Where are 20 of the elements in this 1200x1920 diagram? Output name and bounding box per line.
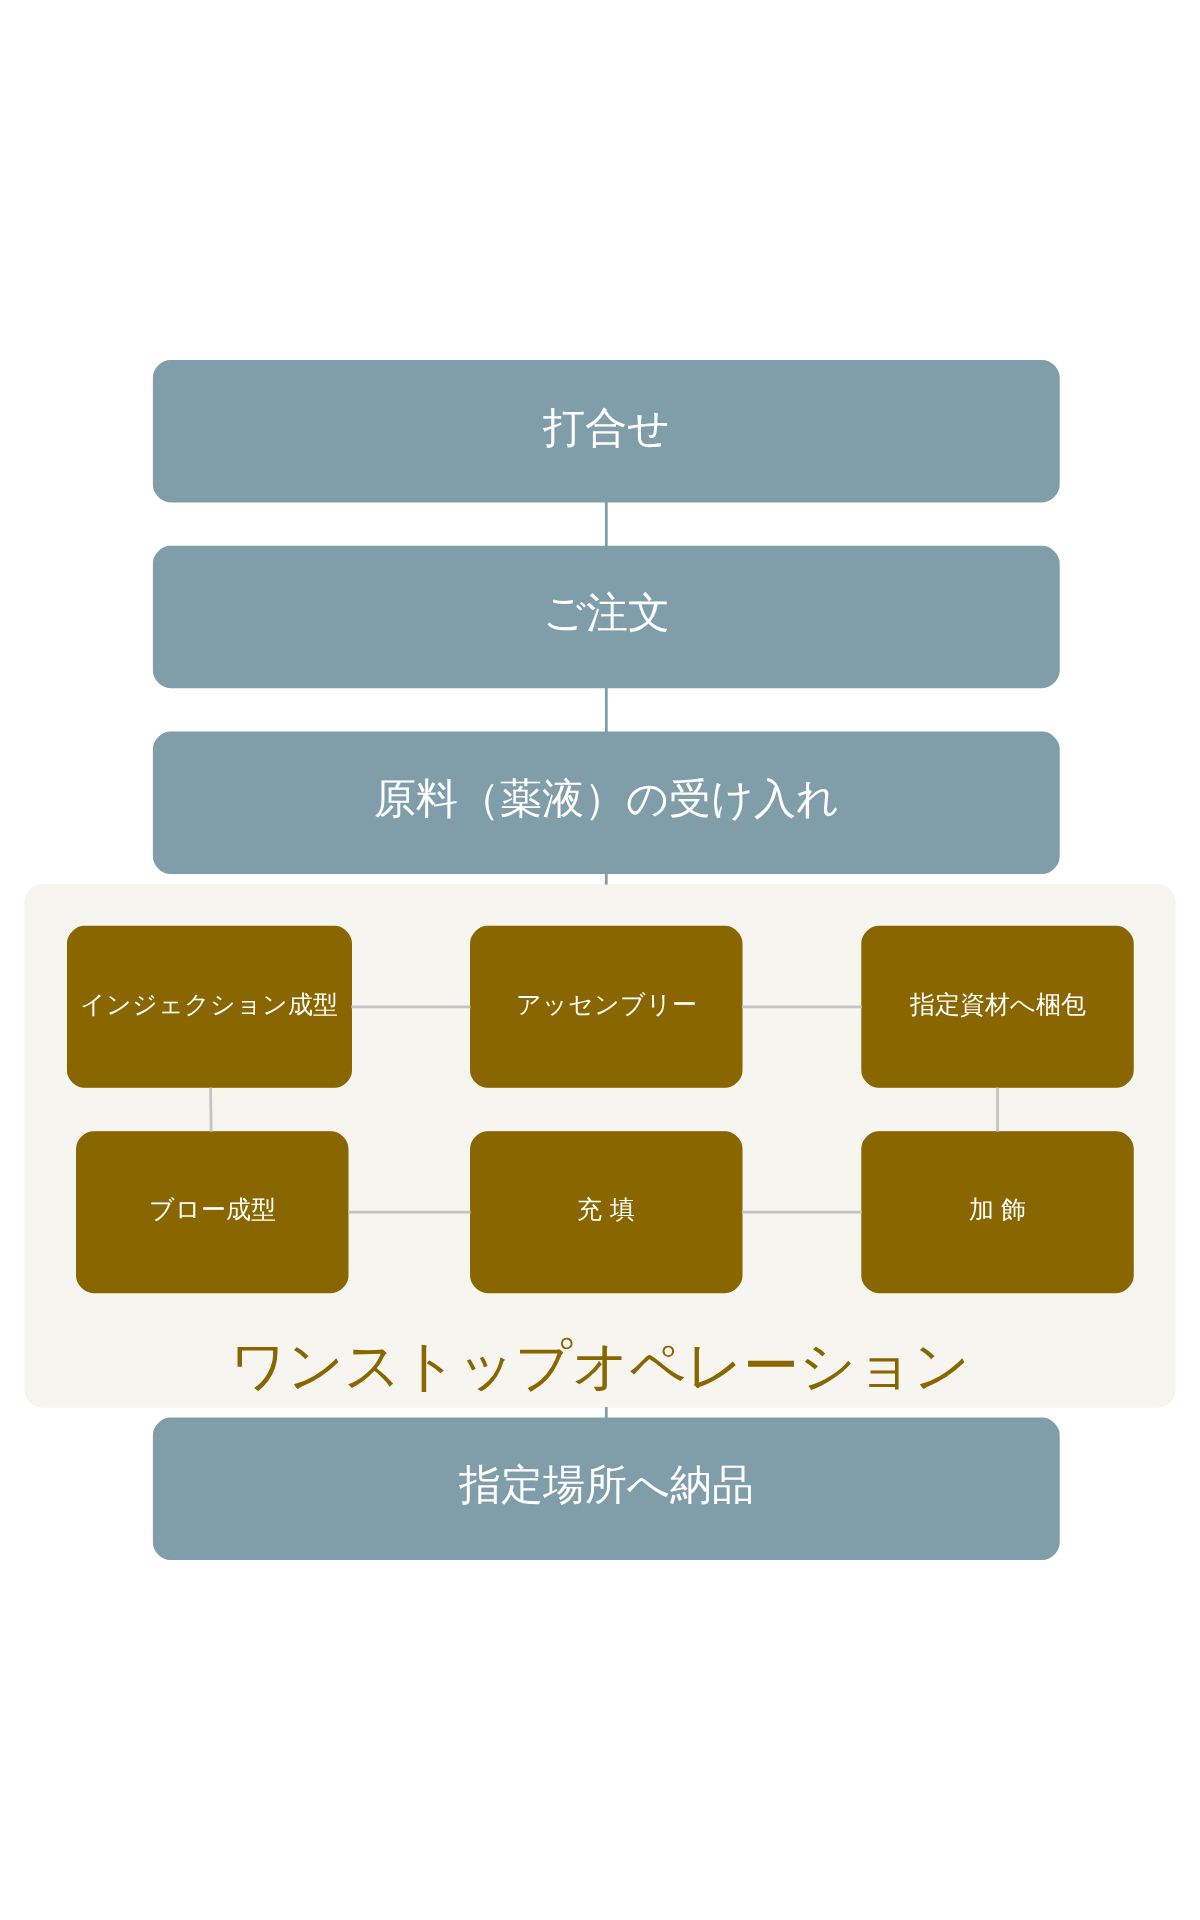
connector bbox=[741, 1005, 862, 1009]
connector bbox=[209, 1087, 213, 1132]
node-box: 原料（薬液）の受け入れ bbox=[152, 731, 1060, 875]
connector bbox=[604, 873, 608, 885]
connector bbox=[604, 1407, 608, 1419]
node-box: アッセンブリー bbox=[470, 925, 743, 1088]
connector bbox=[604, 501, 608, 547]
node-box: 指定資材へ梱包 bbox=[861, 925, 1134, 1088]
node-box: 加 飾 bbox=[861, 1131, 1134, 1294]
node-box: 充 填 bbox=[470, 1131, 743, 1294]
connector bbox=[604, 687, 608, 733]
node-box: ご注文 bbox=[152, 545, 1060, 689]
connector bbox=[741, 1210, 862, 1214]
connector bbox=[996, 1087, 999, 1132]
node-box: 指定場所へ納品 bbox=[152, 1417, 1060, 1561]
connector bbox=[351, 1005, 471, 1009]
node-box: ブロー成型 bbox=[76, 1131, 349, 1294]
node-box: 打合せ bbox=[152, 359, 1060, 503]
node-box: インジェクション成型 bbox=[66, 925, 352, 1088]
connector bbox=[348, 1210, 471, 1214]
